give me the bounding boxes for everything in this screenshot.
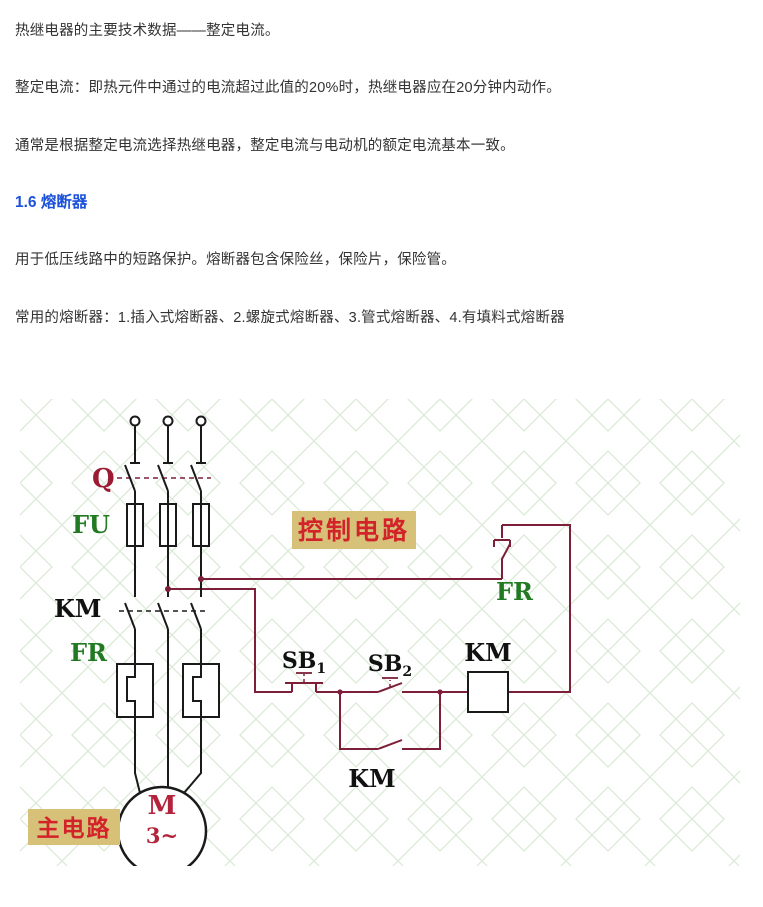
switch-q-symbol bbox=[124, 462, 206, 492]
paragraph: 热继电器的主要技术数据——整定电流。 bbox=[15, 23, 280, 39]
fr-contact-label: FR bbox=[496, 577, 534, 606]
contactor-main-contacts-symbol bbox=[119, 602, 206, 630]
main-banner bbox=[28, 809, 120, 846]
km-aux-label: KM bbox=[348, 764, 395, 793]
start-button-symbol bbox=[377, 677, 403, 693]
coil-return-wire bbox=[502, 524, 571, 694]
thermal-contact-symbol bbox=[493, 525, 511, 580]
paragraph: 常用的熔断器：1.插入式熔断器、2.螺旋式熔断器、3.管式熔断器、4.有填料式熔… bbox=[15, 309, 565, 326]
control-banner-label: 控制电路 bbox=[298, 516, 410, 545]
paragraph: 用于低压线路中的短路保护。熔断器包含保险丝，保险片，保险管。 bbox=[15, 252, 456, 269]
main-banner-label: 主电路 bbox=[37, 815, 112, 842]
sb1-label: SB1 bbox=[282, 648, 326, 677]
circuit-diagram: 控制电路 主电路 Q FU KM FR FR SB1 SB2 KM KM M 3… bbox=[20, 399, 740, 877]
grid-pattern bbox=[20, 399, 740, 867]
km-main-label: KM bbox=[54, 594, 101, 623]
motor-feed-wires bbox=[134, 717, 202, 794]
main-circuit bbox=[116, 415, 220, 877]
control-banner bbox=[292, 511, 416, 550]
fr-main-label: FR bbox=[70, 638, 108, 667]
km-coil-label: KM bbox=[464, 638, 511, 667]
motor-m-label: M bbox=[148, 791, 177, 821]
section-heading: 1.6 熔断器 bbox=[15, 194, 88, 212]
fu-label: FU bbox=[72, 510, 110, 539]
control-circuit bbox=[117, 477, 571, 751]
stop-button-symbol bbox=[285, 672, 323, 693]
control-feed-wire-b bbox=[168, 588, 292, 694]
phase-wires-lower bbox=[134, 629, 202, 789]
phase-wires-upper bbox=[134, 425, 202, 464]
aux-branch-wire bbox=[339, 692, 441, 751]
motor-phase-label: 3~ bbox=[146, 823, 178, 848]
thermal-heater-symbol bbox=[116, 663, 220, 719]
q-label: Q bbox=[92, 464, 115, 494]
junction-dots bbox=[165, 576, 443, 695]
article-content: 热继电器的主要技术数据——整定电流。 整定电流：即热元件中通过的电流超过此值的2… bbox=[0, 0, 763, 329]
sb2-label: SB2 bbox=[368, 651, 412, 680]
aux-contact-symbol bbox=[377, 739, 403, 750]
coil-symbol bbox=[467, 671, 509, 714]
paragraph: 通常是根据整定电流选择热继电器，整定电流与电动机的额定电流基本一致。 bbox=[15, 137, 515, 154]
paragraph: 整定电流：即热元件中通过的电流超过此值的20%时，热继电器应在20分钟内动作。 bbox=[15, 80, 561, 97]
circuit-figure: 控制电路 主电路 Q FU KM FR FR SB1 SB2 KM KM M 3… bbox=[20, 399, 763, 877]
